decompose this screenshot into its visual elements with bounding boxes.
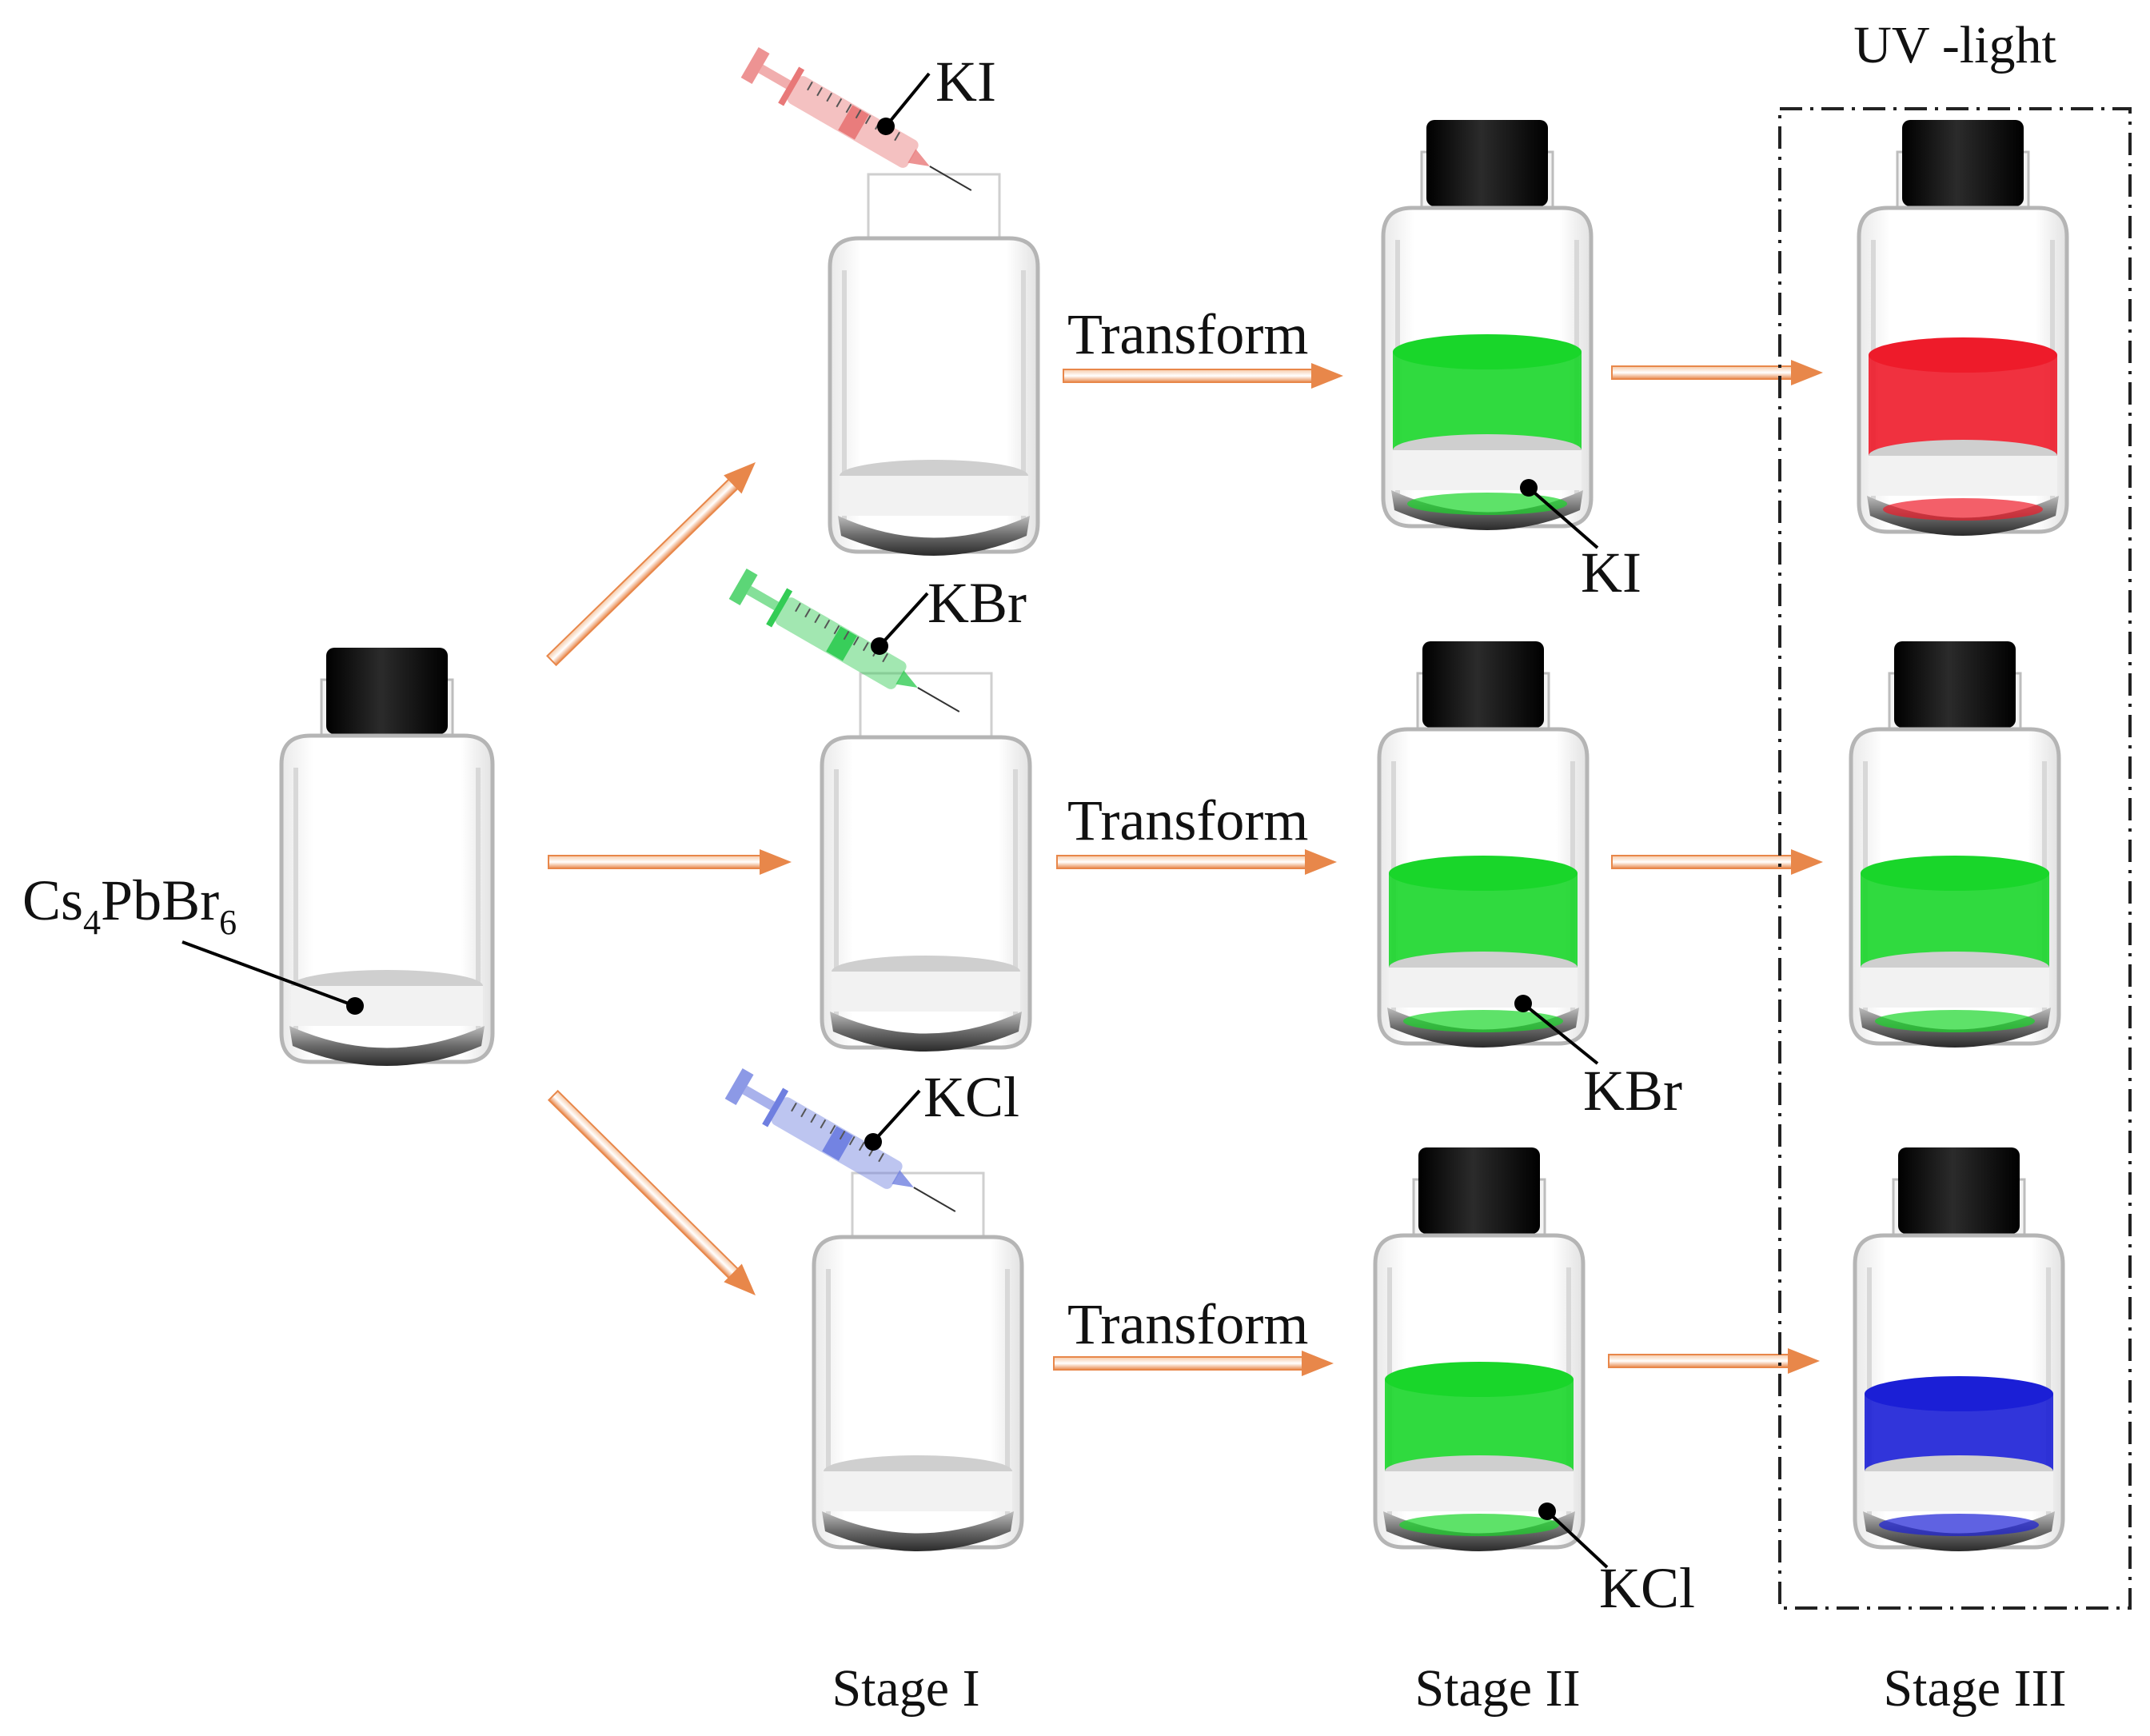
pointer-syringe-kcl: [864, 1089, 921, 1151]
arrow-to-kbr: [548, 849, 792, 875]
pointer-syringe-ki: [877, 72, 931, 135]
uv-light-box: [1778, 107, 2132, 1610]
transform-arrow-3: [1053, 1351, 1334, 1376]
syringe-kbr: [728, 568, 960, 712]
syringes: [724, 46, 972, 1212]
stage3-vial-kbr: [1849, 641, 2061, 1048]
arrows: [546, 360, 1823, 1376]
stage3-vial-ki: [1857, 120, 2069, 536]
stage2-vial-kcl: [1373, 1147, 1586, 1551]
syringe-kcl: [724, 1068, 956, 1212]
precursor-vial: [279, 648, 495, 1066]
arrow-to-kcl: [547, 1089, 756, 1295]
vial-cap: [1426, 120, 1548, 206]
stage1-vial-ki: [828, 173, 1040, 556]
precursor-label: Cs4PbBr6: [22, 868, 237, 942]
stage2-label-ki: KI: [1581, 541, 1641, 605]
vial-cap: [1898, 1147, 2020, 1234]
transform-arrow-2: [1056, 849, 1337, 875]
stage3-vial-kcl: [1853, 1147, 2065, 1551]
vial-cap: [326, 648, 448, 734]
vial-cap: [1894, 641, 2016, 728]
pointer-syringe-kbr: [871, 592, 929, 655]
stage-label-2: Stage II: [1414, 1659, 1580, 1718]
pointer-lines: [181, 72, 1609, 1569]
transform-label-3: Transform: [1067, 1292, 1308, 1356]
vials: [279, 120, 2069, 1551]
syringe-label-ki: KI: [935, 50, 996, 114]
transform-label-2: Transform: [1067, 788, 1308, 852]
pointer-stage2-ki: [1520, 479, 1599, 549]
stage1-vial-kbr: [820, 672, 1032, 1052]
stage2-label-kcl: KCl: [1599, 1556, 1695, 1620]
stage2-vial-kbr: [1377, 641, 1590, 1048]
stage2-label-kbr: KBr: [1583, 1059, 1682, 1123]
transform-label-1: Transform: [1067, 302, 1308, 366]
syringe-label-kcl: KCl: [923, 1065, 1019, 1129]
arrow-to-ki: [546, 462, 756, 667]
uv-arrow-3: [1608, 1348, 1820, 1374]
stage1-vial-kcl: [812, 1171, 1024, 1551]
vial-cap: [1422, 641, 1544, 728]
vial-cap: [1902, 120, 2024, 206]
uv-light-title: UV -light: [1853, 16, 2056, 74]
uv-arrow-2: [1611, 849, 1823, 875]
pointer-stage2-kbr: [1514, 995, 1599, 1065]
pointer-stage2-kcl: [1538, 1503, 1609, 1569]
vial-cap: [1418, 1147, 1540, 1234]
stage-label-3: Stage III: [1883, 1659, 2066, 1718]
syringe-label-kbr: KBr: [927, 571, 1027, 635]
pointer-precursor: [181, 940, 364, 1015]
uv-arrow-1: [1611, 360, 1823, 385]
stage2-vial-ki: [1381, 120, 1594, 530]
transform-arrow-1: [1063, 363, 1343, 389]
stage-label-1: Stage I: [832, 1659, 979, 1718]
syringe-ki: [740, 46, 972, 191]
